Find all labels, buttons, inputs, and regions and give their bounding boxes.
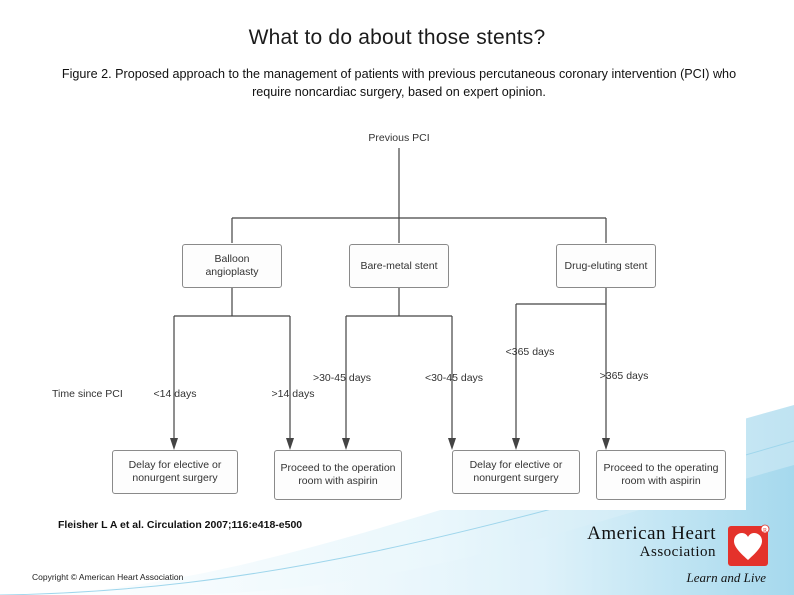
side-label-time-since-pci: Time since PCI xyxy=(52,388,123,400)
aha-logo-text: American Heart Association xyxy=(587,524,716,560)
heart-icon: R xyxy=(728,524,770,566)
edge-label-gt14: >14 days xyxy=(271,388,315,400)
citation-text: Fleisher L A et al. Circulation 2007;116… xyxy=(58,519,303,531)
edge-label-gt365: >365 days xyxy=(599,370,649,382)
node-drug-eluting-stent: Drug-eluting stent xyxy=(556,244,656,288)
aha-logo: American Heart Association Learn and Liv… xyxy=(562,524,772,586)
copyright-text: Copyright © American Heart Association xyxy=(32,572,184,582)
edge-label-lt14: <14 days xyxy=(153,388,197,400)
page-title: What to do about those stents? xyxy=(248,26,546,49)
flowchart: Previous PCI Balloon angioplasty Bare-me… xyxy=(46,118,746,510)
svg-text:R: R xyxy=(763,528,767,534)
node-outcome-delay-2: Delay for elective or nonurgent surgery xyxy=(452,450,580,494)
flowchart-connectors xyxy=(170,148,610,450)
node-outcome-delay-1: Delay for elective or nonurgent surgery xyxy=(112,450,238,494)
node-outcome-proceed-2: Proceed to the operating room with aspir… xyxy=(596,450,726,500)
node-outcome-proceed-1: Proceed to the operation room with aspir… xyxy=(274,450,402,500)
edge-label-lt365: <365 days xyxy=(505,346,555,358)
edge-label-lt3045: <30-45 days xyxy=(424,372,484,384)
edge-label-gt3045: >30-45 days xyxy=(312,372,372,384)
figure-caption: Figure 2. Proposed approach to the manag… xyxy=(61,67,737,99)
node-balloon: Balloon angioplasty xyxy=(182,244,282,288)
node-root-label: Previous PCI xyxy=(368,132,430,144)
aha-logo-line2: Association xyxy=(639,543,716,560)
node-bare-metal-stent: Bare-metal stent xyxy=(349,244,449,288)
aha-tagline: Learn and Live xyxy=(686,570,766,585)
figure-image: Previous PCI Balloon angioplasty Bare-me… xyxy=(46,118,746,510)
aha-logo-line1: American Heart xyxy=(587,523,716,544)
